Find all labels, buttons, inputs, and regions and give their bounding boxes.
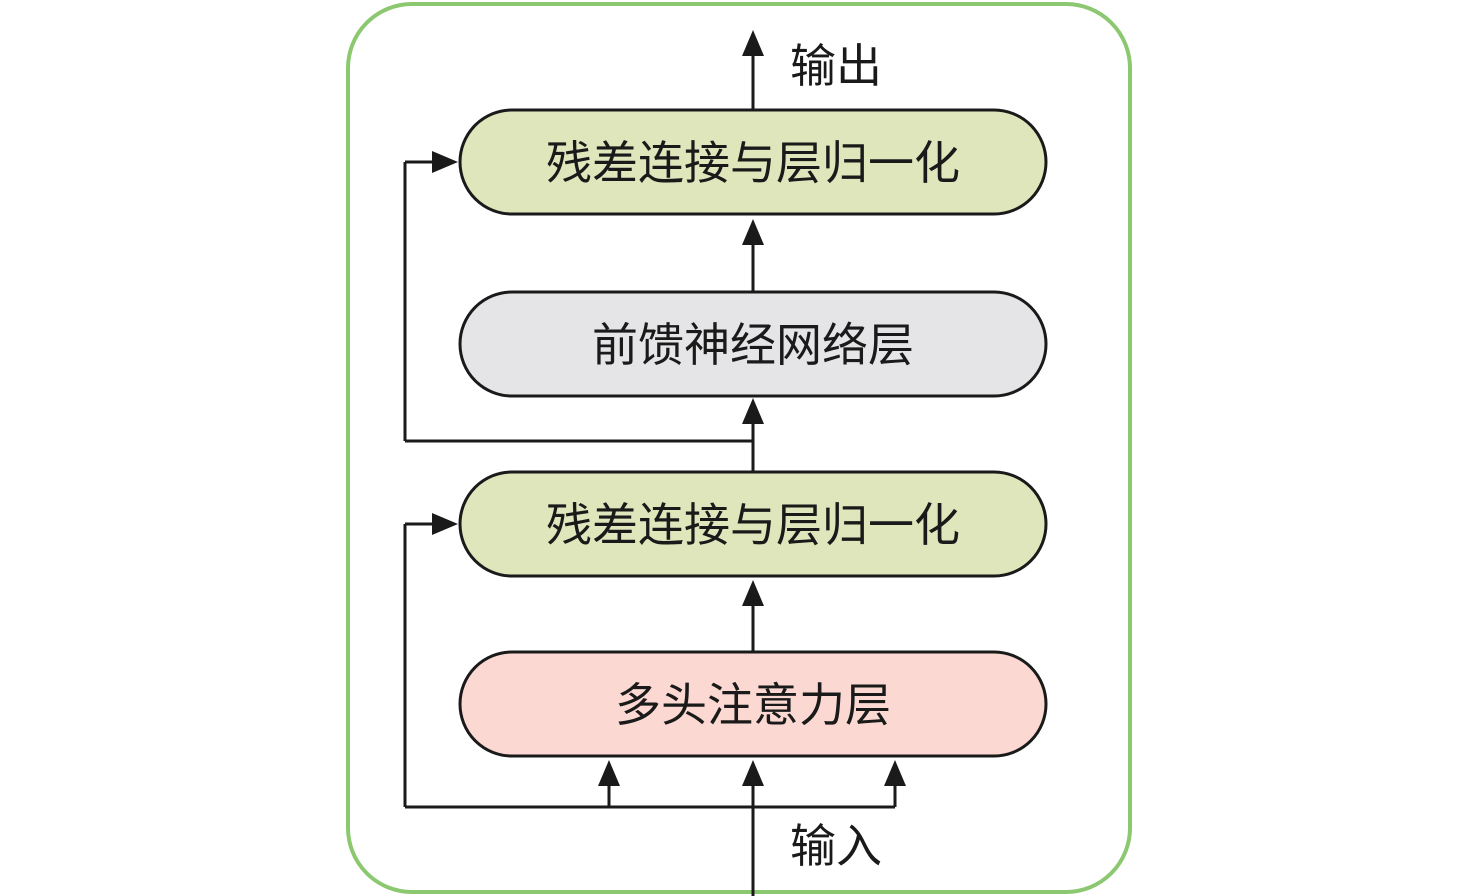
multi-head-attention-block: 多头注意力层 [458, 650, 1048, 758]
add-norm-bottom-label: 残差连接与层归一化 [546, 498, 960, 552]
feed-forward-block: 前馈神经网络层 [458, 290, 1048, 398]
feed-forward-label: 前馈神经网络层 [592, 318, 914, 372]
output-label: 输出 [790, 39, 882, 93]
add-norm-block-bottom: 残差连接与层归一化 [458, 470, 1048, 578]
residual-connection-bottom [403, 513, 458, 807]
input-label: 输入 [790, 819, 882, 873]
output-arrow [742, 30, 764, 110]
add-norm-top-label: 残差连接与层归一化 [546, 136, 960, 190]
addnorm-to-feedforward-arrow [742, 398, 764, 472]
input-split-arrows [405, 760, 906, 809]
input-arrow [742, 760, 764, 896]
add-norm-block-top: 残差连接与层归一化 [458, 108, 1048, 216]
feedforward-to-addnorm-arrow [742, 219, 764, 292]
attention-to-addnorm-arrow [742, 580, 764, 652]
residual-connection-top [403, 151, 753, 443]
multi-head-attention-label: 多头注意力层 [615, 678, 891, 732]
